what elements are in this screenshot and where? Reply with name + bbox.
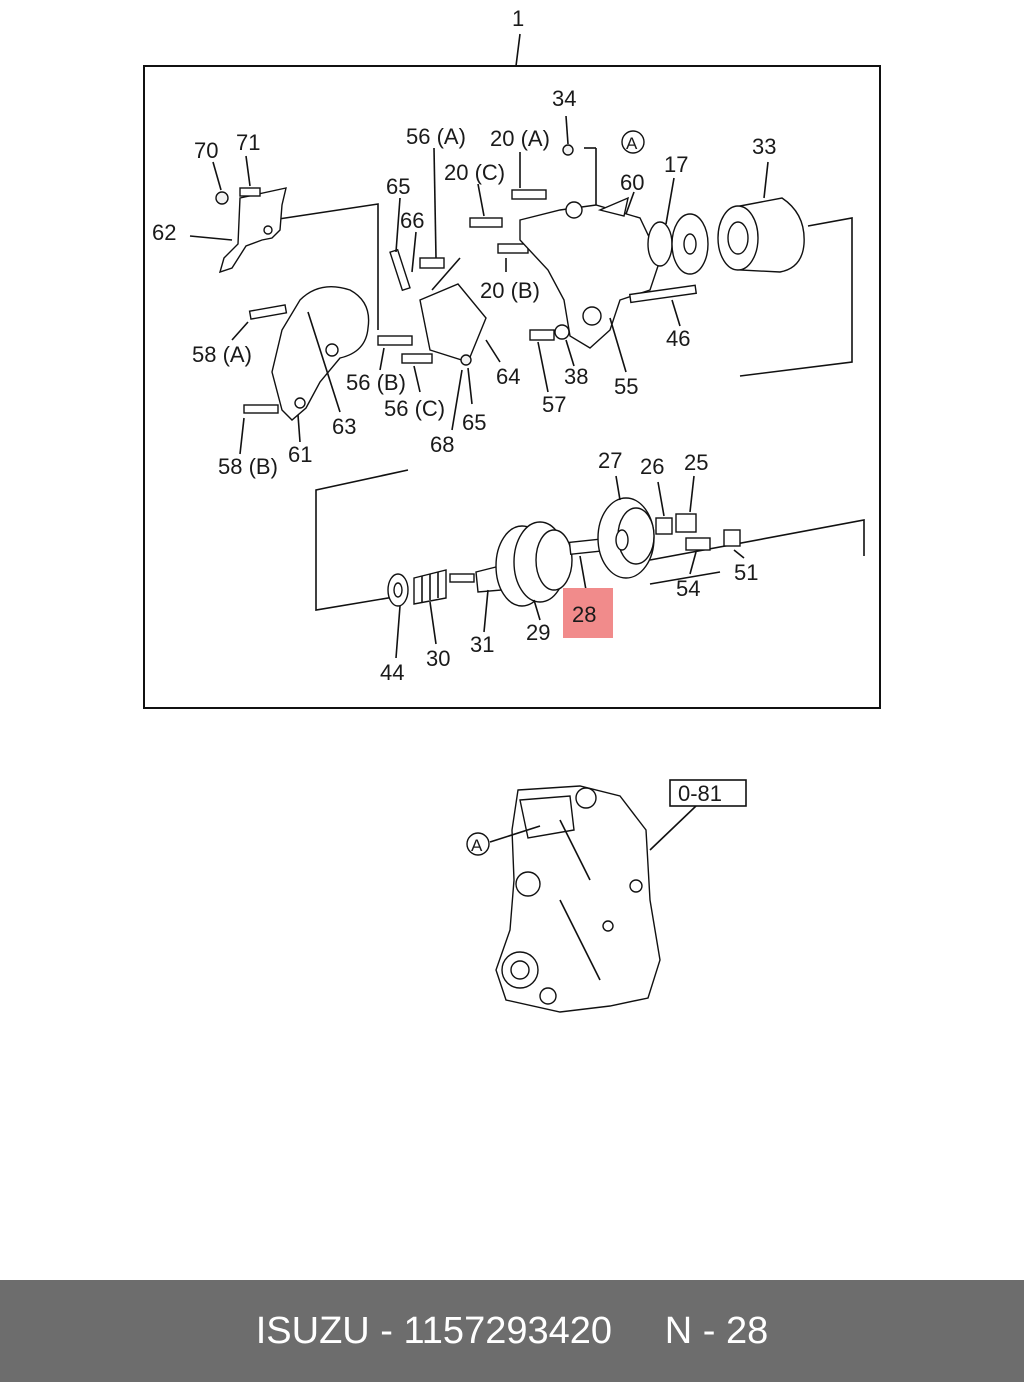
group-label: 1 [512, 6, 524, 31]
callout-62: 62 [152, 220, 176, 245]
callout-20b: 20 (B) [480, 278, 540, 303]
callout-28: 28 [572, 602, 596, 627]
callout-51: 51 [734, 560, 758, 585]
callout-55: 55 [614, 374, 638, 399]
callout-60: 60 [620, 170, 644, 195]
callout-63: 63 [332, 414, 356, 439]
callout-25: 25 [684, 450, 708, 475]
callout-44: 44 [380, 660, 404, 685]
callout-38: 38 [564, 364, 588, 389]
footer-text: ISUZU - 1157293420 N - 28 [255, 1309, 769, 1352]
callout-17: 17 [664, 152, 688, 177]
callout-30: 30 [426, 646, 450, 671]
callout-34: 34 [552, 86, 576, 111]
ref-a-top: A [626, 134, 638, 153]
callout-57: 57 [542, 392, 566, 417]
callout-58a: 58 (A) [192, 342, 252, 367]
callout-61: 61 [288, 442, 312, 467]
callout-29: 29 [526, 620, 550, 645]
callout-31: 31 [470, 632, 494, 657]
callout-26: 26 [640, 454, 664, 479]
callout-68: 68 [430, 432, 454, 457]
callout-20c: 20 (C) [444, 160, 505, 185]
callout-64: 64 [496, 364, 520, 389]
highlight-28 [563, 588, 613, 638]
parts-diagram: 1 [143, 6, 881, 1013]
callout-54: 54 [676, 576, 700, 601]
callout-66: 66 [400, 208, 424, 233]
callout-56c: 56 (C) [384, 396, 445, 421]
assembly-frame [143, 65, 881, 709]
ref-box [669, 779, 747, 807]
callout-71: 71 [236, 130, 260, 155]
callout-65a: 65 [386, 174, 410, 199]
callout-56b: 56 (B) [346, 370, 406, 395]
callout-58b: 58 (B) [218, 454, 278, 479]
callout-65b: 65 [462, 410, 486, 435]
callout-20a: 20 (A) [490, 126, 550, 151]
footer-bar: ISUZU - 1157293420 N - 28 [0, 1280, 1024, 1382]
callout-27: 27 [598, 448, 622, 473]
callout-70: 70 [194, 138, 218, 163]
callout-56a: 56 (A) [406, 124, 466, 149]
ref-a-bottom: A [471, 836, 483, 855]
callout-33: 33 [752, 134, 776, 159]
ref-box-label: 0-81 [678, 781, 722, 806]
callout-46: 46 [666, 326, 690, 351]
